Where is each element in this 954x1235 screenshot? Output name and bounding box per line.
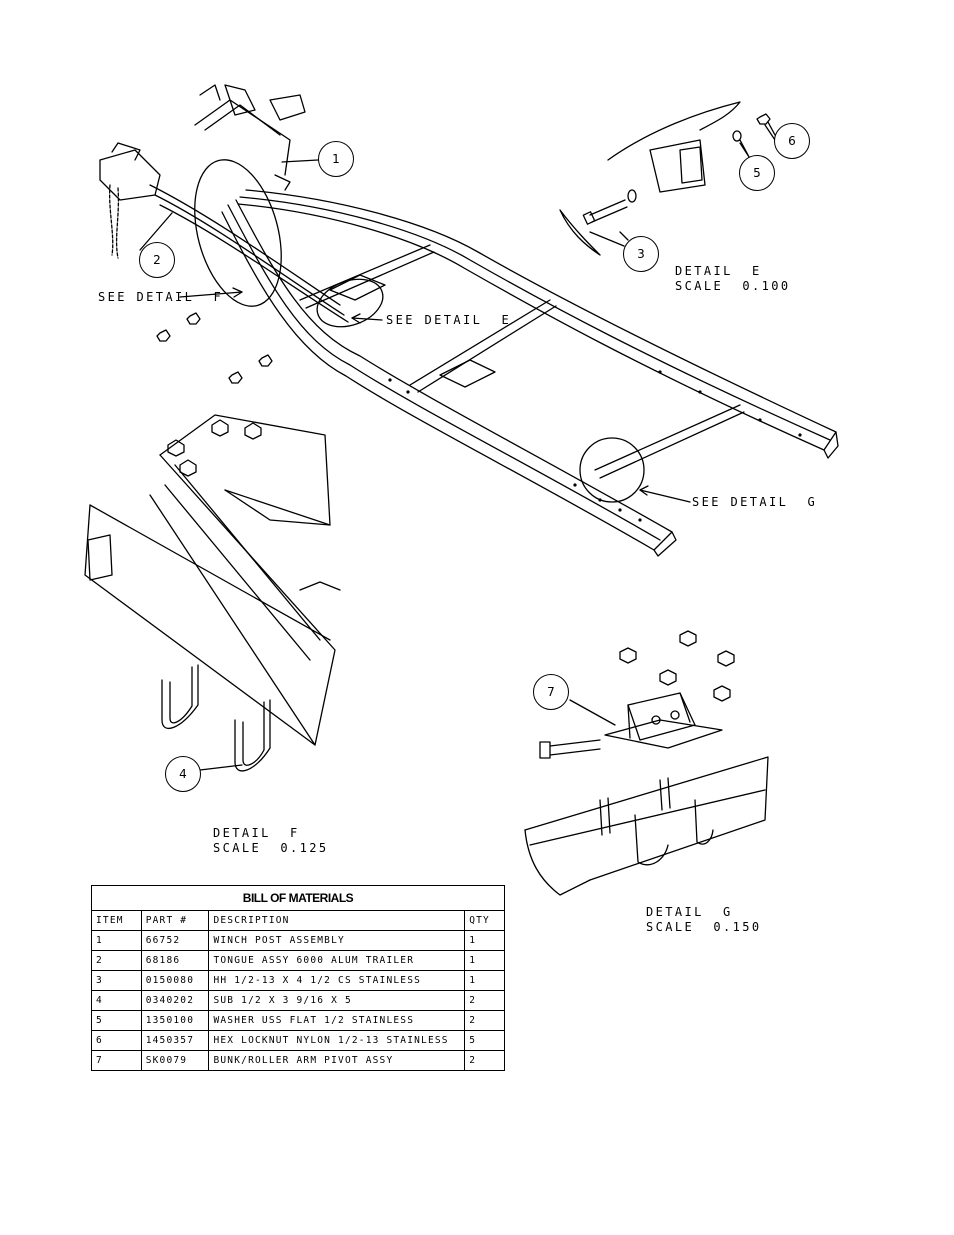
bom-description: WASHER USS FLAT 1/2 STAINLESS [208, 1010, 466, 1031]
table-row: 1 66752 WINCH POST ASSEMBLY 1 [91, 930, 505, 951]
detail-e-scale: SCALE 0.100 [675, 279, 791, 293]
bom-qty: 5 [464, 1030, 505, 1051]
detail-f-scale: SCALE 0.125 [213, 841, 329, 855]
balloon-2: 2 [139, 242, 175, 278]
bom-qty: 1 [464, 930, 505, 951]
balloon-4: 4 [165, 756, 201, 792]
balloon-leaders [139, 124, 776, 771]
detail-g-title: DETAIL G [646, 905, 733, 919]
bom-header-row: ITEM PART # DESCRIPTION QTY [91, 910, 505, 931]
loose-nuts [156, 312, 273, 384]
bom-qty: 1 [464, 950, 505, 971]
see-detail-g-callout: SEE DETAIL G [692, 495, 818, 509]
bom-item: 5 [91, 1010, 142, 1031]
bom-qty: 2 [464, 1010, 505, 1031]
bom-title: BILL OF MATERIALS [91, 885, 505, 910]
bill-of-materials-table: BILL OF MATERIALS ITEM PART # DESCRIPTIO… [91, 885, 505, 1071]
bom-item: 1 [91, 930, 142, 951]
bom-header-description: DESCRIPTION [208, 910, 466, 931]
trailer-frame [99, 84, 839, 557]
bom-description: WINCH POST ASSEMBLY [208, 930, 466, 951]
bom-part: 0340202 [140, 990, 210, 1011]
bom-part: 1450357 [140, 1030, 210, 1051]
bom-item: 6 [91, 1030, 142, 1051]
bom-qty: 2 [464, 990, 505, 1011]
bom-description: HEX LOCKNUT NYLON 1/2-13 STAINLESS [208, 1030, 466, 1051]
detail-f-nuts [167, 419, 262, 477]
table-row: 5 1350100 WASHER USS FLAT 1/2 STAINLESS … [91, 1010, 505, 1031]
see-detail-f-callout: SEE DETAIL F [98, 290, 224, 304]
bom-qty: 2 [464, 1050, 505, 1071]
bom-header-part: PART # [140, 910, 210, 931]
bom-item: 7 [91, 1050, 142, 1071]
balloon-5: 5 [739, 155, 775, 191]
balloon-7: 7 [533, 674, 569, 710]
bom-description: HH 1/2-13 X 4 1/2 CS STAINLESS [208, 970, 466, 991]
bom-qty: 1 [464, 970, 505, 991]
balloon-6: 6 [774, 123, 810, 159]
balloon-3: 3 [623, 236, 659, 272]
table-row: 3 0150080 HH 1/2-13 X 4 1/2 CS STAINLESS… [91, 970, 505, 991]
detail-e-title: DETAIL E [675, 264, 762, 278]
bom-item: 4 [91, 990, 142, 1011]
detail-f-drawing [84, 414, 341, 772]
bom-part: 1350100 [140, 1010, 210, 1031]
bom-part: 68186 [140, 950, 210, 971]
table-row: 7 SK0079 BUNK/ROLLER ARM PIVOT ASSY 2 [91, 1050, 505, 1071]
bom-header-qty: QTY [464, 910, 505, 931]
bom-part: 66752 [140, 930, 210, 951]
detail-g-drawing [524, 630, 769, 896]
detail-f-title: DETAIL F [213, 826, 300, 840]
table-row: 6 1450357 HEX LOCKNUT NYLON 1/2-13 STAIN… [91, 1030, 505, 1051]
bom-item: 3 [91, 970, 142, 991]
bom-part: SK0079 [140, 1050, 210, 1071]
table-row: 2 68186 TONGUE ASSY 6000 ALUM TRAILER 1 [91, 950, 505, 971]
bom-description: TONGUE ASSY 6000 ALUM TRAILER [208, 950, 466, 971]
table-row: 4 0340202 SUB 1/2 X 3 9/16 X 5 2 [91, 990, 505, 1011]
bom-part: 0150080 [140, 970, 210, 991]
detail-g-scale: SCALE 0.150 [646, 920, 762, 934]
detail-g-nuts [619, 630, 735, 702]
bom-description: SUB 1/2 X 3 9/16 X 5 [208, 990, 466, 1011]
bom-item: 2 [91, 950, 142, 971]
bom-description: BUNK/ROLLER ARM PIVOT ASSY [208, 1050, 466, 1071]
bom-header-item: ITEM [91, 910, 142, 931]
balloon-1: 1 [318, 141, 354, 177]
see-detail-e-callout: SEE DETAIL E [386, 313, 512, 327]
